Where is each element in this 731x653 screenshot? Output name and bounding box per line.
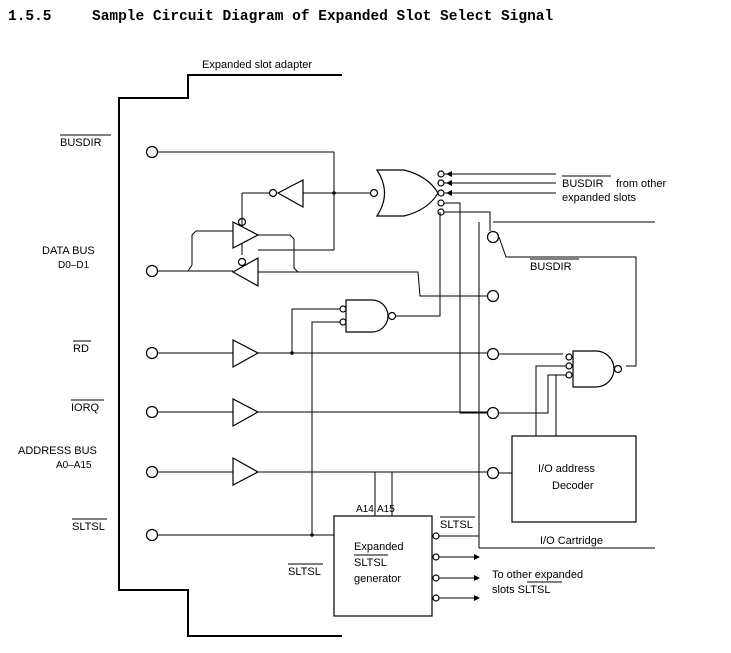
gen-out-bubble-3 (432, 574, 440, 582)
generator-a14-label: A14 (356, 504, 374, 515)
decode-nand-in-4-wire (555, 374, 566, 436)
nor-in-bubble-2 (437, 179, 445, 187)
address-bus-pin (145, 465, 159, 479)
generator-a15-label: A15 (377, 504, 395, 515)
data-wire-d (298, 271, 487, 297)
arrowhead (474, 554, 480, 560)
nand-in-1-wire (291, 308, 340, 353)
cartridge-label: I/O Cartridge (540, 535, 603, 547)
nor-bubble (369, 188, 379, 198)
busdir-right-wire (498, 236, 637, 367)
right-pin-iorq (486, 406, 500, 420)
sltsl-pin (145, 528, 159, 542)
right-pin-busdir (486, 230, 500, 244)
generator-line2: SLTSL (354, 557, 387, 569)
address-bus-label: ADDRESS BUS (18, 445, 97, 457)
arrowhead (474, 575, 480, 581)
to-other-label-2: slots SLTSL (492, 584, 551, 596)
busdir-from-other-label: BUSDIR (562, 178, 604, 190)
data-bus-range: D0–D1 (58, 260, 90, 271)
gen-out-bubble-4 (432, 594, 440, 602)
nor-input-5-wire (444, 211, 491, 231)
section-number: 1.5.5 (8, 9, 52, 25)
nor-input-4-wire (444, 202, 487, 414)
rd-buffer (232, 339, 260, 369)
select-nand-gate (345, 299, 389, 333)
data-wire-b (187, 230, 233, 272)
nor-in-bubble-5 (437, 208, 445, 216)
generator-out-sltsl-label: SLTSL (440, 519, 473, 531)
arrowhead (446, 171, 452, 177)
iorq-buffer (232, 398, 260, 428)
data-bus-pin (145, 264, 159, 278)
diagram-title: Sample Circuit Diagram of Expanded Slot … (92, 9, 553, 25)
right-pin-data (486, 289, 500, 303)
junction (310, 533, 314, 537)
decoder-line2: Decoder (552, 480, 594, 492)
arrowhead (446, 180, 452, 186)
generator-line1: Expanded (354, 541, 404, 553)
enable-bubble-2 (237, 257, 247, 267)
expanded-sltsl-generator (333, 515, 433, 617)
expanded-slots-label: expanded slots (562, 192, 636, 204)
gen-out-bubble-1 (432, 532, 440, 540)
arrowhead (474, 595, 480, 601)
rd-label: RD (73, 343, 89, 355)
io-address-decoder (511, 435, 637, 523)
generator-line3: generator (354, 573, 401, 585)
decode-nand-in-3-wire (535, 365, 566, 436)
adapter-label: Expanded slot adapter (202, 59, 312, 71)
decode-nand-in-3 (565, 371, 573, 379)
junction (290, 351, 294, 355)
decode-nand-out (613, 364, 623, 374)
arrowhead (446, 190, 452, 196)
nand-out-bubble (387, 311, 397, 321)
decode-nand-gate (572, 350, 615, 388)
iorq-label: IORQ (71, 402, 100, 414)
iorq-wire-right (499, 374, 563, 414)
nand-out-wire (396, 212, 441, 317)
busdir-pin (145, 145, 159, 159)
nor-in-bubble-1 (437, 170, 445, 178)
iorq-pin (145, 405, 159, 419)
nand-bubble-in-2 (339, 318, 347, 326)
busdir-right-label: BUSDIR (530, 261, 572, 273)
decoder-line1: I/O address (538, 463, 595, 475)
adapter-outline (118, 74, 342, 637)
to-other-label-1: To other expanded (492, 569, 583, 581)
from-other-label: from other (616, 178, 666, 190)
nor-in-bubble-4 (437, 199, 445, 207)
decode-nand-in-2 (565, 362, 573, 370)
generator-in-sltsl-label: SLTSL (288, 566, 321, 578)
decode-nand-in-1 (565, 353, 573, 361)
busdir-buffer (276, 179, 304, 209)
nand-bubble-in-1 (339, 305, 347, 313)
right-pin-rd (486, 347, 500, 361)
nor-in-bubble-3 (437, 189, 445, 197)
data-wire-c (258, 234, 300, 273)
sltsl-label: SLTSL (72, 521, 105, 533)
data-buffer-right (232, 221, 260, 249)
gen-out-bubble-2 (432, 553, 440, 561)
rd-pin (145, 346, 159, 360)
junction (332, 191, 336, 195)
nand-in-2-wire (311, 321, 340, 535)
busdir-label: BUSDIR (60, 137, 102, 149)
right-pin-addr (486, 466, 500, 480)
data-bus-label: DATA BUS (42, 245, 95, 257)
address-bus-range: A0–A15 (56, 460, 92, 471)
busdir-nor-gate (375, 169, 439, 217)
busdir-buffer-bubble (268, 188, 278, 198)
address-buffer (232, 456, 260, 486)
